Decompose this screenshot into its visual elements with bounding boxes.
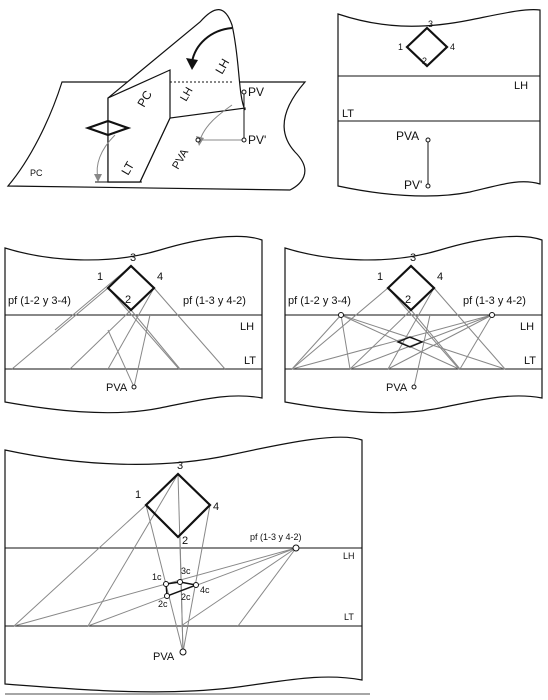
panel-a-label-lh: LH	[212, 56, 232, 76]
panel-e-vertex-1: 1	[135, 489, 141, 501]
panel-e-pf-right-dot	[292, 544, 300, 552]
panel-d-vertex-4: 4	[437, 271, 443, 283]
panel-a-label-pv: PV	[248, 85, 264, 99]
panel-c-pva-dot	[131, 384, 137, 390]
panel-c-pf-left: pf (1-2 y 3-4)	[8, 295, 71, 307]
panel-a-pva-dot	[195, 137, 201, 143]
panel-d-vertex-2: 2	[405, 294, 411, 306]
panel-d-square	[386, 264, 436, 312]
panel-a-diamond	[84, 119, 132, 137]
panel-c-label-pva: PVA	[106, 382, 128, 394]
panel-e-bottom: 1 2 3 4 pf (1-3 y 4-2) LH LT PVA 1c 3c 4…	[4, 436, 363, 693]
panel-e-label-2c: 2c	[158, 599, 168, 609]
panel-d-vertex-3: 3	[410, 252, 416, 264]
panel-d-vertex-1: 1	[377, 271, 383, 283]
panel-e-label-lh: LH	[343, 551, 355, 561]
panel-b-label-lh: LH	[514, 80, 528, 92]
panel-e-label-1c: 1c	[152, 572, 162, 582]
panel-e-vertex-3: 3	[177, 460, 183, 472]
panel-e-label-2c-b: 2c	[181, 592, 191, 602]
panel-e-pf-right: pf (1-3 y 4-2)	[250, 532, 302, 542]
panel-e-label-lt: LT	[344, 612, 354, 622]
panel-a-label-pc-small: PC	[30, 168, 43, 178]
panel-d-pf-right: pf (1-3 y 4-2)	[463, 295, 526, 307]
panel-d-label-pva: PVA	[386, 382, 408, 394]
panel-a-arc-top	[191, 27, 233, 63]
panel-e-label-4c: 4c	[200, 585, 210, 595]
panel-c-vertex-3: 3	[130, 252, 136, 264]
panel-e-square	[144, 472, 212, 539]
panel-d-label-lt: LT	[524, 355, 536, 367]
panel-c-vertex-1: 1	[97, 271, 103, 283]
panel-c-middle-left: 1 2 3 4 pf (1-2 y 3-4) pf (1-3 y 4-2) LH…	[4, 235, 263, 414]
panel-a-label-pvprime: PV'	[248, 133, 266, 147]
panel-b-square	[405, 26, 449, 68]
panel-a-arc-right	[199, 104, 233, 141]
panel-d-perspective-diamond	[396, 336, 424, 348]
panel-b-pvprime-dot	[425, 183, 431, 189]
panel-e-c4-dot	[193, 582, 199, 588]
panel-b-label-pvprime: PV'	[404, 178, 422, 192]
panel-e-label-pva: PVA	[153, 651, 175, 663]
panel-e-c2-dot	[164, 593, 170, 599]
panel-b-top-right: 1 2 3 4 LH LT PVA PV'	[337, 9, 541, 197]
panel-e-construction-lines	[13, 473, 297, 653]
panel-a-pv-dot	[241, 89, 247, 95]
panel-e-c1-dot	[163, 581, 169, 587]
panel-c-pf-right: pf (1-3 y 4-2)	[183, 295, 246, 307]
panel-b-pva-dot	[425, 137, 431, 143]
panel-a-arrowhead-left	[94, 174, 102, 182]
panel-b-vertex-3: 3	[428, 19, 433, 29]
panel-d-pf-left: pf (1-2 y 3-4)	[288, 295, 351, 307]
panel-b-sheet	[337, 9, 541, 197]
panel-d-pva-dot	[411, 384, 417, 390]
panel-e-c3-dot	[177, 579, 183, 585]
panel-d-middle-right: 1 2 3 4 pf (1-2 y 3-4) pf (1-3 y 4-2) LH…	[284, 235, 543, 414]
panel-c-vertex-4: 4	[157, 271, 163, 283]
panel-a-pvprime-dot	[241, 137, 247, 143]
panel-b-label-pva: PVA	[396, 129, 419, 143]
panel-d-pf-right-dot	[489, 312, 495, 318]
panel-c-vertex-2: 2	[125, 294, 131, 306]
panel-b-vertex-4: 4	[450, 42, 455, 52]
panel-d-pf-left-dot	[338, 312, 344, 318]
panel-b-vertex-2: 2	[422, 56, 427, 66]
panel-a-arrowhead-top	[186, 58, 198, 70]
panel-e-pva-dot	[179, 648, 187, 656]
panel-e-vertex-4: 4	[213, 501, 219, 513]
panel-e-label-3c: 3c	[181, 566, 191, 576]
panel-c-label-lt: LT	[244, 355, 256, 367]
panel-e-vertex-2: 2	[182, 535, 188, 547]
panel-a-plane-model: PC PC LH LH LT PVA PV PV'	[6, 9, 307, 191]
panel-e-sheet	[4, 436, 363, 693]
panel-c-construction-lines	[11, 265, 226, 388]
panel-d-label-lh: LH	[520, 321, 534, 333]
panel-c-square	[106, 264, 156, 312]
panel-b-label-lt: LT	[342, 108, 354, 120]
panel-b-vertex-1: 1	[398, 42, 403, 52]
panel-c-label-lh: LH	[240, 321, 254, 333]
